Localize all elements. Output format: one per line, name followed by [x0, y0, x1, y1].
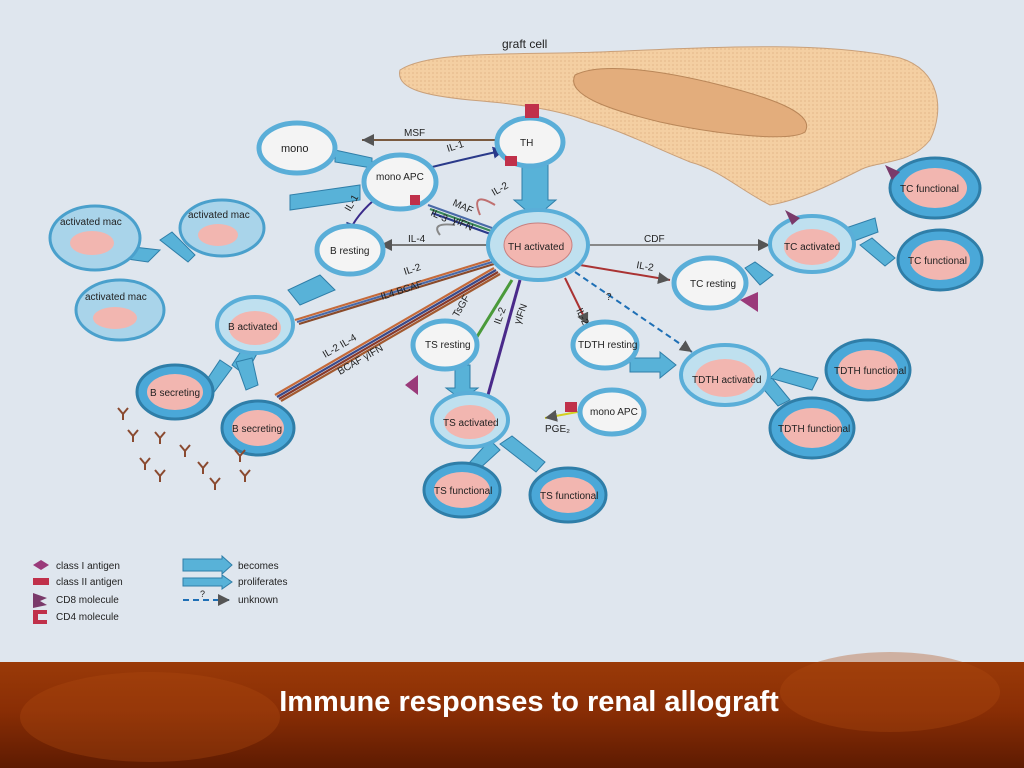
cell-tc-activated: TC activated: [768, 214, 856, 274]
cell-b-secreting-2: B secreting: [220, 399, 296, 457]
cell-b-activated: B activated: [215, 295, 295, 355]
svg-text:TH activated: TH activated: [508, 242, 564, 253]
svg-text:B resting: B resting: [330, 246, 369, 257]
svg-text:mono APC: mono APC: [376, 172, 424, 183]
svg-text:mono: mono: [281, 143, 309, 155]
svg-text:activated mac: activated mac: [85, 292, 147, 303]
graft-cell: [399, 46, 939, 206]
legend: class I antigen class II antigen CD8 mol…: [33, 554, 287, 624]
cell-ts-resting: TS resting: [410, 318, 480, 372]
proliferates-icon: [182, 574, 233, 590]
cd4-molecule-icon: [33, 610, 47, 624]
svg-text:TS functional: TS functional: [540, 491, 598, 502]
graft-nucleus: [573, 68, 808, 138]
immune-response-figure: graft cell: [0, 0, 1024, 662]
svg-text:CDF: CDF: [644, 234, 665, 245]
legend-item-proliferates: proliferates: [182, 574, 287, 590]
cell-tc-functional-1: TC functional: [888, 156, 982, 220]
becomes-arrows: [231, 149, 879, 401]
svg-text:?: ?: [200, 589, 205, 599]
svg-text:TDTH activated: TDTH activated: [692, 375, 761, 386]
class-i-antigen-icon: [33, 560, 49, 570]
legend-item-class-i-antigen: class I antigen: [33, 560, 120, 572]
cell-tdth-resting: TDTH resting: [570, 319, 640, 371]
svg-text:activated mac: activated mac: [188, 210, 250, 221]
svg-text:IL-2: IL-2: [635, 260, 654, 274]
cell-ts-functional-2: TS functional: [528, 466, 608, 524]
slide-title: Immune responses to renal allograft: [279, 686, 779, 718]
svg-text:TC functional: TC functional: [900, 184, 959, 195]
cell-b-resting: B resting: [314, 223, 386, 277]
svg-text:TC activated: TC activated: [784, 242, 840, 253]
diagram-canvas: graft cell: [33, 37, 984, 624]
svg-text:CD4 molecule: CD4 molecule: [56, 612, 119, 623]
becomes-icon: [182, 554, 233, 576]
title-banner: Immune responses to renal allograft: [0, 652, 1024, 768]
svg-text:TC functional: TC functional: [908, 256, 967, 267]
cell-ts-activated: TS activated: [430, 391, 510, 449]
svg-text:IL-3: IL-3: [429, 208, 450, 225]
svg-text:TDTH resting: TDTH resting: [578, 340, 637, 351]
cytokine-bundles: [274, 203, 501, 402]
legend-item-class-ii-antigen: class II antigen: [33, 577, 123, 588]
svg-text:TH: TH: [520, 138, 533, 149]
class-ii-antigen-icon: [33, 578, 49, 585]
svg-text:γIFN: γIFN: [512, 302, 530, 326]
svg-text:unknown: unknown: [238, 595, 278, 606]
legend-item-becomes: becomes: [182, 554, 279, 576]
cell-mac-2: activated mac: [178, 198, 266, 258]
svg-text:IL4 BCAF: IL4 BCAF: [380, 279, 425, 303]
cell-tdth-functional-1: TDTH functional: [824, 338, 912, 402]
svg-text:B activated: B activated: [228, 322, 277, 333]
svg-text:TS functional: TS functional: [434, 486, 492, 497]
svg-text:MSF: MSF: [404, 128, 425, 139]
cell-mono-apc: mono APC: [361, 152, 439, 212]
svg-text:becomes: becomes: [238, 561, 279, 572]
pathway-lines: [346, 134, 770, 422]
svg-text:B secreting: B secreting: [150, 388, 200, 399]
cell-mac-3: activated mac: [74, 278, 166, 342]
proliferates-arrows: [119, 231, 896, 473]
cell-ts-functional-1: TS functional: [422, 461, 502, 519]
svg-text:TS activated: TS activated: [443, 418, 499, 429]
surface-markers: [405, 156, 900, 412]
svg-text:class II antigen: class II antigen: [56, 577, 123, 588]
svg-text:TS resting: TS resting: [425, 340, 471, 351]
svg-text:γIFN: γIFN: [451, 215, 475, 234]
cell-b-secreting-1: B secreting: [135, 363, 215, 421]
antibodies: [117, 407, 251, 490]
svg-text:PGE₂: PGE₂: [545, 424, 570, 435]
svg-text:activated mac: activated mac: [60, 217, 122, 228]
banner-decoration: [20, 672, 280, 762]
svg-text:B secreting: B secreting: [232, 424, 282, 435]
svg-text:TDTH functional: TDTH functional: [778, 424, 850, 435]
cell-mono: mono: [256, 120, 338, 176]
legend-item-cd4-molecule: CD4 molecule: [33, 610, 119, 624]
cell-tdth-activated: TDTH activated: [679, 343, 771, 407]
cell-th-resting: TH: [494, 104, 566, 169]
cell-mono-apc-2: mono APC: [577, 387, 647, 437]
svg-text:?: ?: [606, 292, 612, 303]
cell-th-activated: TH activated: [486, 208, 590, 282]
cell-tc-functional-2: TC functional: [896, 228, 984, 292]
svg-text:IL-2: IL-2: [403, 262, 423, 278]
svg-text:mono APC: mono APC: [590, 407, 638, 418]
svg-text:TDTH functional: TDTH functional: [834, 366, 906, 377]
svg-text:TC resting: TC resting: [690, 279, 736, 290]
banner-decoration: [780, 652, 1000, 732]
legend-item-unknown: ? unknown: [183, 589, 278, 606]
svg-text:IL-4: IL-4: [408, 234, 426, 245]
svg-text:IL-2: IL-2: [490, 180, 511, 198]
graft-cell-label: graft cell: [502, 37, 547, 51]
svg-text:proliferates: proliferates: [238, 577, 287, 588]
svg-text:CD8 molecule: CD8 molecule: [56, 595, 119, 606]
cell-tc-resting: TC resting: [671, 255, 749, 311]
svg-text:class I antigen: class I antigen: [56, 561, 120, 572]
cell-tdth-functional-2: TDTH functional: [768, 396, 856, 460]
cell-mac-1: activated mac: [48, 204, 142, 272]
cd8-molecule-icon: [33, 593, 47, 608]
svg-text:IL-1: IL-1: [446, 139, 466, 155]
legend-item-cd8-molecule: CD8 molecule: [33, 593, 119, 608]
